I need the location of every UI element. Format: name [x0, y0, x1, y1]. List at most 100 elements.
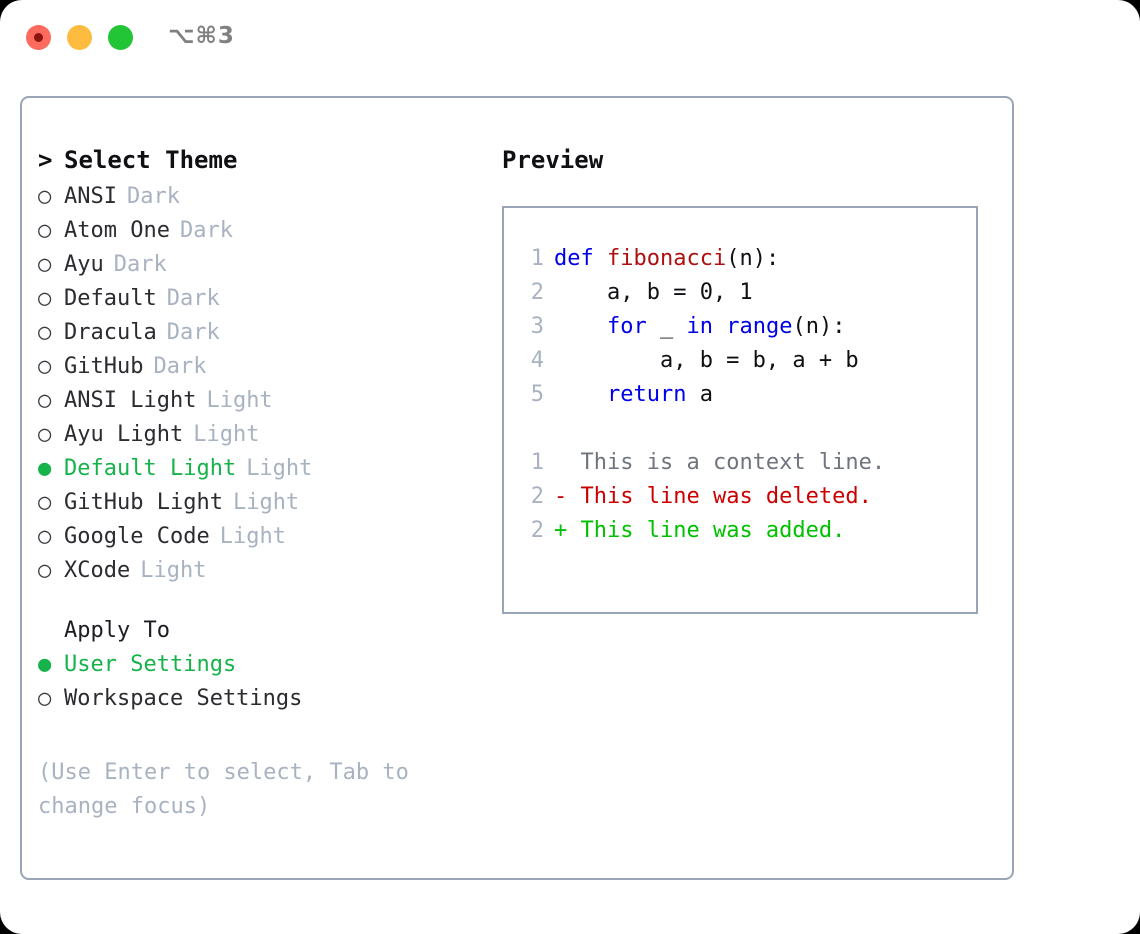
code-line-text: def fibonacci(n): [554, 246, 779, 271]
theme-option-label: Default Light [64, 456, 237, 481]
diff-marker [554, 450, 581, 475]
radio-unselected-icon: ○ [38, 558, 52, 583]
diff-line-text: This line was deleted. [580, 484, 872, 509]
diff-line-number: 2 [530, 518, 544, 543]
theme-option-default-light[interactable]: ● Default Light Light [38, 456, 478, 490]
code-token: a, b = 0, 1 [554, 280, 753, 305]
traffic-light-buttons [26, 25, 133, 50]
diff-line-text: This line was added. [580, 518, 846, 543]
code-token: range [726, 314, 793, 339]
theme-option-google-code[interactable]: ○ Google Code Light [38, 524, 478, 558]
code-line: 1 def fibonacci(n): [504, 246, 976, 280]
theme-option-ansi-light[interactable]: ○ ANSI Light Light [38, 388, 478, 422]
code-line: 5 return a [504, 382, 976, 416]
apply-to-option-workspace-settings[interactable]: ○ Workspace Settings [38, 686, 478, 720]
theme-option-label: Ayu Light [64, 422, 184, 447]
theme-mode-badge: Light [206, 388, 273, 413]
radio-unselected-icon: ○ [38, 252, 52, 277]
diff-line: 2 + This line was added. [504, 518, 976, 552]
theme-mode-badge: Dark [126, 184, 180, 209]
apply-to-heading-label: Apply To [64, 618, 170, 643]
diff-marker: - [554, 484, 581, 509]
diff-line-text: This is a context line. [580, 450, 886, 475]
radio-unselected-icon: ○ [38, 388, 52, 413]
keyboard-hint-text: (Use Enter to select, Tab to change focu… [38, 760, 423, 819]
theme-mode-badge: Dark [166, 320, 220, 345]
close-button-icon[interactable] [26, 25, 51, 50]
code-token: (n): [726, 246, 780, 271]
apply-to-heading: Apply To [38, 618, 478, 652]
apply-to-option-label: Workspace Settings [64, 686, 303, 711]
recording-indicator-icon [34, 33, 43, 42]
apply-to-option-user-settings[interactable]: ● User Settings [38, 652, 478, 686]
code-line-text: a, b = b, a + b [554, 348, 859, 373]
code-line-number: 3 [530, 314, 544, 339]
diff-marker: + [554, 518, 581, 543]
theme-mode-badge: Light [232, 490, 300, 515]
radio-unselected-icon: ○ [38, 524, 52, 549]
theme-option-label: ANSI Light [64, 388, 197, 413]
theme-mode-badge: Dark [179, 218, 233, 243]
code-token: in [686, 314, 713, 339]
theme-mode-badge: Dark [153, 354, 207, 379]
code-line-text: a, b = 0, 1 [554, 280, 753, 305]
radio-unselected-icon: ○ [38, 490, 52, 515]
code-line-number: 1 [530, 246, 544, 271]
apply-to-option-list: ● User Settings ○ Workspace Settings [38, 652, 478, 720]
code-token: def [554, 246, 607, 271]
theme-mode-badge: Light [193, 422, 260, 447]
theme-option-label: GitHub [64, 354, 144, 379]
code-line: 4 a, b = b, a + b [504, 348, 976, 382]
theme-option-ayu-light[interactable]: ○ Ayu Light Light [38, 422, 478, 456]
theme-mode-badge: Light [219, 524, 286, 549]
code-line-number: 4 [530, 348, 544, 373]
theme-mode-badge: Light [246, 456, 313, 481]
maximize-button-icon[interactable] [108, 25, 133, 50]
code-token [554, 314, 607, 339]
radio-unselected-icon: ○ [38, 686, 52, 711]
code-token [554, 382, 607, 407]
minimize-button-icon[interactable] [67, 25, 92, 50]
radio-selected-icon: ● [38, 456, 52, 481]
radio-selected-icon: ● [38, 652, 52, 677]
code-line-number: 5 [530, 382, 544, 407]
preview-gap [504, 416, 976, 450]
code-token: (n): [792, 314, 846, 339]
theme-option-label: Dracula [64, 320, 157, 345]
select-theme-heading: > Select Theme [38, 146, 478, 184]
theme-option-label: Default [64, 286, 157, 311]
code-token: a [686, 382, 713, 407]
radio-unselected-icon: ○ [38, 422, 52, 447]
code-token: for [606, 314, 647, 339]
preview-heading: Preview [502, 146, 604, 174]
theme-option-github[interactable]: ○ GitHub Dark [38, 354, 478, 388]
theme-option-label: XCode [64, 558, 131, 583]
code-token: fibonacci [606, 246, 727, 271]
radio-unselected-icon: ○ [38, 218, 52, 243]
diff-line-number: 2 [530, 484, 544, 509]
code-line-text: for _ in range(n): [554, 314, 845, 339]
diff-line-number: 1 [530, 450, 544, 475]
diff-line: 1 This is a context line. [504, 450, 976, 484]
theme-option-label: Google Code [64, 524, 210, 549]
apply-to-option-label: User Settings [64, 652, 237, 677]
window-titlebar: ⌥⌘3 [0, 0, 1140, 78]
theme-mode-badge: Dark [166, 286, 220, 311]
theme-mode-badge: Dark [113, 252, 167, 277]
list-spacer [38, 592, 478, 618]
radio-unselected-icon: ○ [38, 354, 52, 379]
